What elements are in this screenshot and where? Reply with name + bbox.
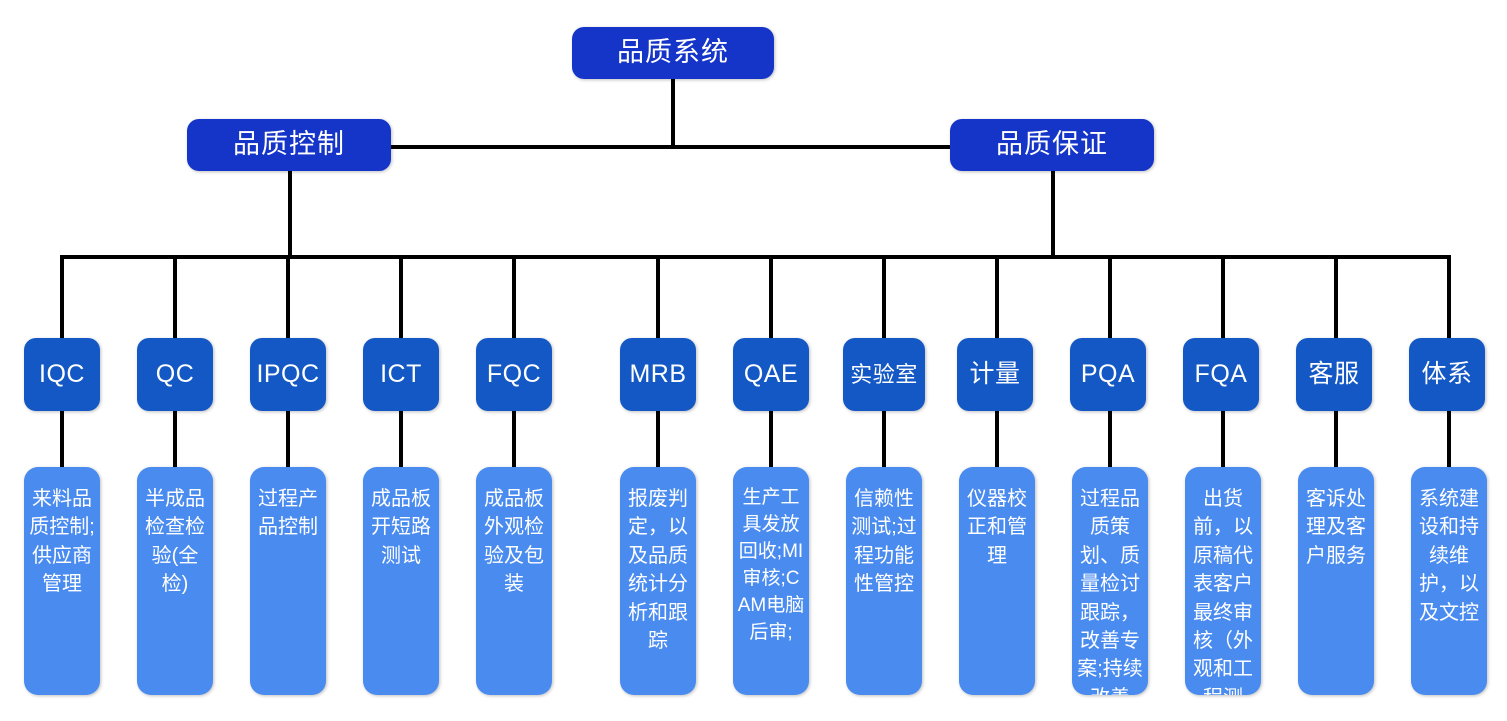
node-department-qc[interactable]: QC: [137, 338, 213, 411]
description-text: 成品板开短路测试: [371, 488, 431, 567]
description-text: 客诉处理及客户服务: [1306, 488, 1366, 567]
description-text: 半成品检查检验(全检): [145, 488, 205, 596]
connector-drop-cs: [1334, 255, 1338, 338]
connector-drop-pqa: [1108, 255, 1112, 338]
connector-desc-ict: [399, 411, 403, 467]
node-description-pqa[interactable]: 过程品质策划、质量检讨跟踪，改善专案;持续改善: [1072, 467, 1148, 695]
node-description-mrb[interactable]: 报废判定，以及品质统计分析和跟踪: [620, 467, 696, 695]
node-department-qae[interactable]: QAE: [733, 338, 809, 411]
node-description-qae[interactable]: 生产工具发放回收;MI审核;CAM电脑后审;: [733, 467, 809, 695]
connector-desc-iqc: [60, 411, 64, 467]
connector-drop-sys: [1447, 255, 1451, 338]
description-text: 过程品质策划、质量检讨跟踪，改善专案;持续改善: [1077, 488, 1143, 695]
connector-desc-qae: [769, 411, 773, 467]
node-department-system[interactable]: 体系: [1409, 338, 1485, 411]
connector-desc-ipqc: [286, 411, 290, 467]
node-department-ipqc[interactable]: IPQC: [250, 338, 326, 411]
connector-drop-fqc: [512, 255, 516, 338]
connector-desc-sys: [1447, 411, 1451, 467]
description-text: 过程产品控制: [258, 488, 318, 539]
node-root-quality-system[interactable]: 品质系统: [572, 27, 774, 79]
connector-drop-fqa: [1221, 255, 1225, 338]
description-text: 来料品质控制;供应商管理: [29, 488, 95, 596]
description-text: 信赖性测试;过程功能性管控: [851, 488, 917, 596]
connector-drop-ipqc: [286, 255, 290, 338]
node-description-qc[interactable]: 半成品检查检验(全检): [137, 467, 213, 695]
node-division-quality-control[interactable]: 品质控制: [187, 119, 391, 171]
connector-drop-iqc: [60, 255, 64, 338]
node-department-customer-service[interactable]: 客服: [1296, 338, 1372, 411]
connector-department-bus: [60, 255, 1450, 259]
connector-desc-qc: [173, 411, 177, 467]
node-department-fqa[interactable]: FQA: [1183, 338, 1259, 411]
connector-drop-lab: [882, 255, 886, 338]
connector-drop-mrb: [656, 255, 660, 338]
connector-division-bus: [390, 145, 954, 149]
node-department-metrology[interactable]: 计量: [957, 338, 1033, 411]
description-text: 出货前，以原稿代表客户最终审核（外观和工程测量）: [1193, 488, 1253, 695]
connector-desc-mrb: [656, 411, 660, 467]
connector-drop-qc: [173, 255, 177, 338]
description-text: 仪器校正和管理: [967, 488, 1027, 567]
connector-drop-qae: [769, 255, 773, 338]
connector-root-stem: [671, 78, 675, 147]
node-department-fqc[interactable]: FQC: [476, 338, 552, 411]
node-description-metrology[interactable]: 仪器校正和管理: [959, 467, 1035, 695]
connector-desc-met: [995, 411, 999, 467]
connector-qc-stem: [288, 170, 292, 257]
node-description-lab[interactable]: 信赖性测试;过程功能性管控: [846, 467, 922, 695]
connector-desc-fqa: [1221, 411, 1225, 467]
connector-desc-fqc: [512, 411, 516, 467]
connector-qa-stem: [1051, 170, 1055, 257]
node-description-iqc[interactable]: 来料品质控制;供应商管理: [24, 467, 100, 695]
connector-drop-ict: [399, 255, 403, 338]
node-department-pqa[interactable]: PQA: [1070, 338, 1146, 411]
node-description-system[interactable]: 系统建设和持续维护，以及文控: [1411, 467, 1487, 695]
description-text: 生产工具发放回收;MI审核;CAM电脑后审;: [737, 487, 805, 643]
node-description-ict[interactable]: 成品板开短路测试: [363, 467, 439, 695]
node-description-fqa[interactable]: 出货前，以原稿代表客户最终审核（外观和工程测量）: [1185, 467, 1261, 695]
description-text: 报废判定，以及品质统计分析和跟踪: [628, 488, 688, 652]
node-description-ipqc[interactable]: 过程产品控制: [250, 467, 326, 695]
node-department-mrb[interactable]: MRB: [620, 338, 696, 411]
node-department-iqc[interactable]: IQC: [24, 338, 100, 411]
node-department-lab[interactable]: 实验室: [843, 338, 925, 411]
node-division-quality-assurance[interactable]: 品质保证: [950, 119, 1154, 171]
connector-desc-lab: [882, 411, 886, 467]
connector-desc-pqa: [1108, 411, 1112, 467]
connector-desc-cs: [1334, 411, 1338, 467]
description-text: 系统建设和持续维护，以及文控: [1419, 488, 1479, 624]
node-description-fqc[interactable]: 成品板外观检验及包装: [476, 467, 552, 695]
connector-drop-met: [995, 255, 999, 338]
node-description-customer-service[interactable]: 客诉处理及客户服务: [1298, 467, 1374, 695]
node-department-ict[interactable]: ICT: [363, 338, 439, 411]
description-text: 成品板外观检验及包装: [484, 488, 544, 596]
